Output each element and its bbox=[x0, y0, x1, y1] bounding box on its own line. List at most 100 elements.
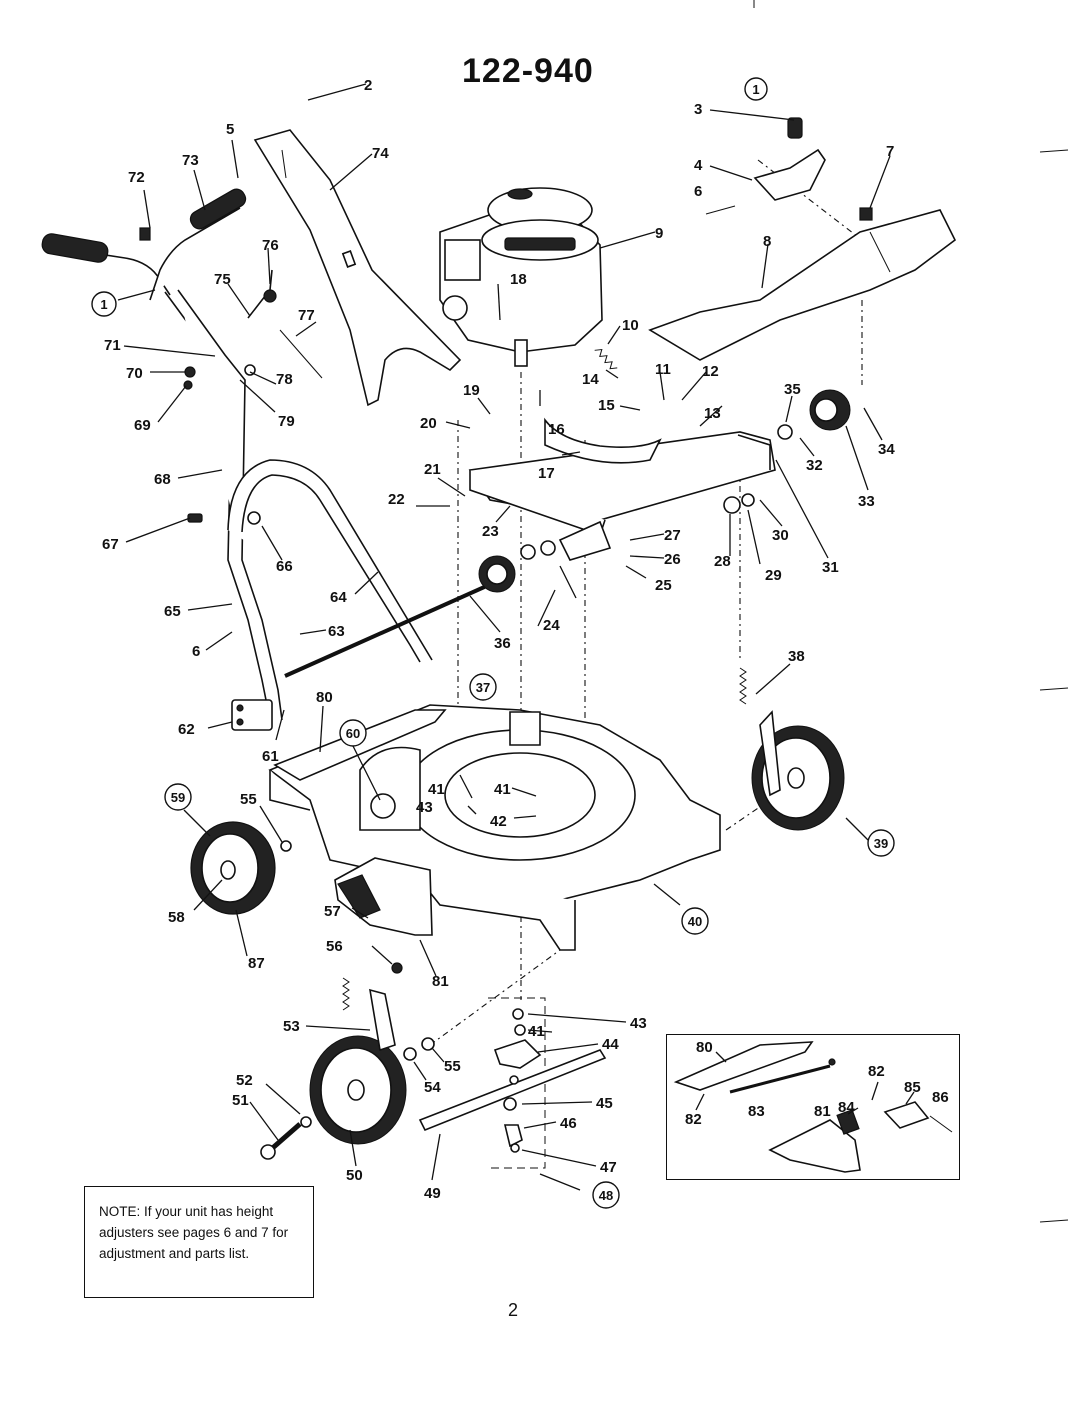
part-45: 45 bbox=[596, 1095, 613, 1112]
callout-circle bbox=[164, 783, 192, 811]
part-14: 14 bbox=[582, 371, 599, 388]
callout-60: 60 bbox=[346, 726, 360, 741]
part-3: 3 bbox=[694, 101, 702, 118]
part-13: 13 bbox=[704, 405, 721, 422]
part-75: 75 bbox=[214, 271, 231, 288]
part-22: 22 bbox=[388, 491, 405, 508]
part-46: 46 bbox=[560, 1115, 577, 1132]
diagram-title: 122-940 bbox=[462, 52, 594, 90]
callout-1-left: 1 bbox=[100, 297, 107, 312]
part-10: 10 bbox=[622, 317, 639, 334]
part-19: 19 bbox=[463, 382, 480, 399]
part-78: 78 bbox=[276, 371, 293, 388]
inset-part-82a: 82 bbox=[868, 1063, 885, 1080]
part-2: 2 bbox=[364, 77, 372, 94]
part-68: 68 bbox=[154, 471, 171, 488]
part-56: 56 bbox=[326, 938, 343, 955]
part-70: 70 bbox=[126, 365, 143, 382]
callout-circle bbox=[592, 1181, 620, 1209]
part-65: 65 bbox=[164, 603, 181, 620]
part-24: 24 bbox=[543, 617, 560, 634]
callout-40: 40 bbox=[688, 914, 702, 929]
part-28: 28 bbox=[714, 553, 731, 570]
callout-circle bbox=[91, 291, 117, 317]
part-79: 79 bbox=[278, 413, 295, 430]
part-6a: 6 bbox=[694, 183, 702, 200]
part-12: 12 bbox=[702, 363, 719, 380]
part-8: 8 bbox=[763, 233, 771, 250]
engine bbox=[439, 187, 603, 367]
blade-assembly bbox=[418, 997, 607, 1169]
page-number: 2 bbox=[508, 1300, 519, 1320]
inset-part-84: 84 bbox=[838, 1099, 855, 1116]
part-74: 74 bbox=[372, 145, 389, 162]
part-72: 72 bbox=[128, 169, 145, 186]
callout-48: 48 bbox=[599, 1188, 613, 1203]
part-53: 53 bbox=[283, 1018, 300, 1035]
part-61: 61 bbox=[262, 748, 279, 765]
part-80: 80 bbox=[316, 689, 333, 706]
part-36: 36 bbox=[494, 635, 511, 652]
inset-part-80: 80 bbox=[696, 1039, 713, 1056]
part-15: 15 bbox=[598, 397, 615, 414]
part-49: 49 bbox=[424, 1185, 441, 1202]
part-9: 9 bbox=[655, 225, 663, 242]
inset-part-86: 86 bbox=[932, 1089, 949, 1106]
part-50: 50 bbox=[346, 1167, 363, 1184]
part-52: 52 bbox=[236, 1072, 253, 1089]
rear-cover bbox=[648, 209, 957, 361]
note-box: NOTE: If your unit has height adjusters … bbox=[84, 1186, 314, 1298]
inset-part-81: 81 bbox=[814, 1103, 831, 1120]
part-44: 44 bbox=[602, 1036, 619, 1053]
part-18: 18 bbox=[510, 271, 527, 288]
part-34: 34 bbox=[878, 441, 895, 458]
part-41a: 41 bbox=[428, 781, 445, 798]
part-32: 32 bbox=[806, 457, 823, 474]
part-25: 25 bbox=[655, 577, 672, 594]
part-7: 7 bbox=[886, 143, 894, 160]
part-21: 21 bbox=[424, 461, 441, 478]
part-20: 20 bbox=[420, 415, 437, 432]
edge-marks bbox=[753, 0, 1069, 1223]
part-47: 47 bbox=[600, 1159, 617, 1176]
part-11: 11 bbox=[655, 361, 671, 378]
part-81: 81 bbox=[432, 973, 449, 990]
leader-lines bbox=[117, 83, 915, 1191]
part-67: 67 bbox=[102, 536, 119, 553]
part-labels: 1 1 37 60 59 39 40 48 2 3 4 5 6 6 7 8 9 … bbox=[100, 77, 895, 1203]
callout-39b: 39 bbox=[874, 836, 888, 851]
inset-labels: 80 82 82 83 81 84 85 86 bbox=[685, 1039, 949, 1128]
part-41b: 41 bbox=[494, 781, 511, 798]
part-73: 73 bbox=[182, 152, 199, 169]
part-62: 62 bbox=[178, 721, 195, 738]
mower-deck bbox=[268, 704, 721, 951]
rear-wheels bbox=[190, 710, 845, 1160]
inset-detail-box bbox=[666, 1034, 960, 1180]
part-55b: 55 bbox=[444, 1058, 461, 1075]
part-17: 17 bbox=[538, 465, 555, 482]
part-41c: 41 bbox=[528, 1023, 545, 1040]
callout-circle bbox=[469, 673, 497, 701]
part-87: 87 bbox=[248, 955, 265, 972]
callout-59: 59 bbox=[171, 790, 185, 805]
front-axle-wheels bbox=[284, 389, 851, 678]
part-58: 58 bbox=[168, 909, 185, 926]
part-57: 57 bbox=[324, 903, 341, 920]
part-63: 63 bbox=[328, 623, 345, 640]
part-54: 54 bbox=[424, 1079, 441, 1096]
callout-1-top: 1 bbox=[752, 82, 759, 97]
part-64: 64 bbox=[330, 589, 347, 606]
height-adjuster-frame bbox=[468, 417, 776, 561]
part-31: 31 bbox=[822, 559, 839, 576]
part-43b: 43 bbox=[630, 1015, 647, 1032]
part-23: 23 bbox=[482, 523, 499, 540]
inset-deflector-detail bbox=[673, 1041, 953, 1173]
part-35: 35 bbox=[784, 381, 801, 398]
part-30: 30 bbox=[772, 527, 789, 544]
part-29: 29 bbox=[765, 567, 782, 584]
callout-circle bbox=[681, 907, 709, 935]
part-42: 42 bbox=[490, 813, 507, 830]
part-27: 27 bbox=[664, 527, 681, 544]
callout-circle bbox=[339, 719, 367, 747]
